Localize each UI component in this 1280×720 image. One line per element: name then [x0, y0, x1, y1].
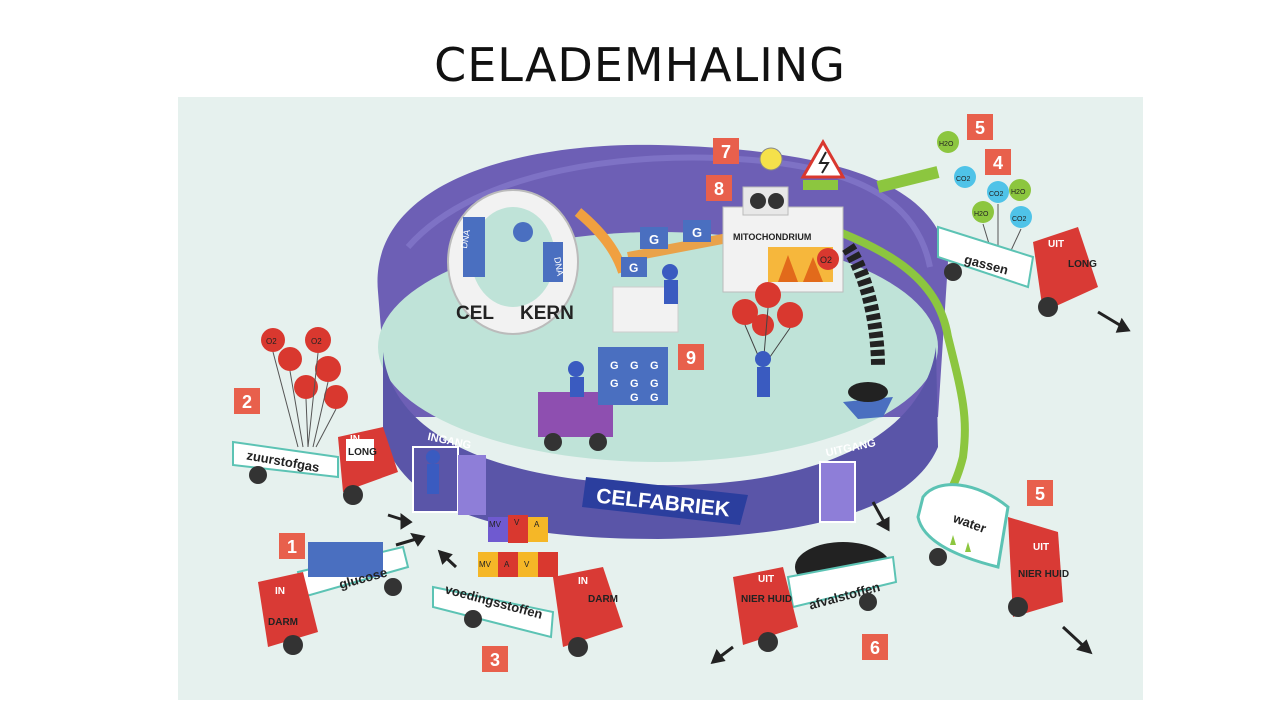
truck-afvalstoffen: afvalstoffen UIT NIER HUID: [733, 542, 898, 652]
svg-text:O2: O2: [266, 337, 277, 346]
crate-on-belt-1: G: [640, 227, 668, 249]
svg-text:O2: O2: [311, 337, 322, 346]
lightbulb-icon: [759, 147, 783, 171]
oxygen-balloon: [755, 282, 781, 308]
svg-text:NIER HUID: NIER HUID: [741, 594, 792, 605]
oxygen-balloon: [732, 299, 758, 325]
svg-text:IN: IN: [350, 434, 360, 445]
svg-text:O2: O2: [820, 255, 832, 265]
mitochondrion-label: MITOCHONDRIUM: [733, 232, 811, 242]
svg-text:DARM: DARM: [588, 594, 618, 605]
cell-nucleus: DNA DNA CEL KERN: [447, 189, 579, 335]
truck-voedingsstoffen: MV V A MV A V voedingsstoffen IN DARM: [432, 515, 623, 657]
truck-gassen: H2O CO2 CO2 H2O H2O CO2 gassen UIT LONG: [937, 131, 1098, 317]
svg-text:IN: IN: [275, 586, 285, 597]
svg-text:G: G: [650, 360, 659, 372]
badge-8: 8: [706, 175, 732, 201]
dna-label-right: DNA: [552, 256, 565, 276]
svg-text:G: G: [649, 232, 659, 247]
svg-text:LONG: LONG: [1068, 259, 1097, 270]
svg-text:2: 2: [242, 392, 252, 412]
svg-text:1: 1: [287, 537, 297, 557]
factory-front-wall: [383, 347, 938, 539]
badge-2: 2: [234, 388, 260, 414]
coal-conveyor: [842, 243, 885, 368]
svg-text:A: A: [534, 520, 540, 529]
svg-text:8: 8: [714, 179, 724, 199]
svg-text:G: G: [630, 392, 639, 404]
dna-label-left: DNA: [459, 229, 472, 249]
crate-on-belt-2: G: [683, 220, 711, 242]
badge-5-water: 5: [1027, 480, 1053, 506]
svg-text:7: 7: [721, 142, 731, 162]
svg-text:G: G: [629, 261, 638, 275]
mitochondrion-building: MITOCHONDRIUM: [722, 138, 846, 293]
conveyor-belt: [627, 232, 734, 262]
truck-glucose: glucose IN DARM: [258, 542, 410, 655]
svg-text:G: G: [610, 360, 619, 372]
nucleus-label-cel: CEL: [456, 303, 494, 324]
svg-text:H2O: H2O: [1011, 189, 1026, 196]
svg-text:CO2: CO2: [989, 191, 1004, 198]
svg-text:LONG: LONG: [348, 447, 377, 458]
svg-text:G: G: [650, 392, 659, 404]
svg-text:G: G: [630, 378, 639, 390]
svg-text:UIT: UIT: [1048, 239, 1064, 250]
truck-zuurstofgas: O2 O2 zuurstofgas IN LONG: [232, 327, 398, 505]
svg-text:UIT: UIT: [1033, 542, 1049, 553]
svg-text:MV: MV: [489, 520, 502, 529]
svg-text:IN: IN: [578, 576, 588, 587]
wheelbarrow: [843, 397, 893, 419]
svg-text:4: 4: [993, 153, 1003, 173]
svg-text:H2O: H2O: [974, 211, 989, 218]
svg-text:G: G: [630, 360, 639, 372]
number-badges: 1 2 3 4 5 5 6 7 8 9: [234, 114, 1053, 672]
badge-4: 4: [985, 149, 1011, 175]
svg-text:6: 6: [870, 638, 880, 658]
forklift: G G G G G G G G: [538, 347, 668, 451]
badge-6: 6: [862, 634, 888, 660]
badge-3: 3: [482, 646, 508, 672]
svg-text:G: G: [650, 378, 659, 390]
crate-on-desk: G: [621, 257, 647, 277]
svg-text:5: 5: [1035, 484, 1045, 504]
svg-text:G: G: [610, 378, 619, 390]
oxygen-balloon: [777, 302, 803, 328]
svg-text:DARM: DARM: [268, 617, 298, 628]
badge-5-top: 5: [967, 114, 993, 140]
badge-1: 1: [279, 533, 305, 559]
svg-text:CO2: CO2: [1012, 216, 1027, 223]
svg-text:V: V: [514, 518, 520, 527]
truck-water: water UIT NIER HUID: [916, 483, 1069, 617]
page-title: CELADEMHALING: [434, 38, 846, 92]
worker-at-desk: [662, 264, 678, 304]
badge-9: 9: [678, 344, 704, 370]
badge-7: 7: [713, 138, 739, 164]
factory-banner: [582, 477, 748, 525]
nucleus-label-kern: KERN: [520, 303, 574, 324]
svg-text:V: V: [524, 560, 530, 569]
nutrient-barrels: MV V A MV A V: [478, 515, 558, 577]
svg-text:MV: MV: [479, 560, 492, 569]
svg-text:5: 5: [975, 118, 985, 138]
svg-text:9: 9: [686, 348, 696, 368]
svg-text:NIER HUID: NIER HUID: [1018, 569, 1069, 580]
oxygen-marker-mito: O2: [817, 248, 839, 270]
svg-text:H2O: H2O: [939, 141, 954, 148]
svg-text:CO2: CO2: [956, 176, 971, 183]
flow-arrows: [387, 310, 1131, 665]
gas-balloons: H2O CO2 CO2 H2O H2O CO2: [937, 131, 1032, 258]
svg-text:UIT: UIT: [758, 574, 774, 585]
worker-with-balloons: [732, 282, 803, 397]
cell-respiration-illustration: DNA DNA CEL KERN G G G MITOCHONDRIUM O2: [178, 97, 1143, 700]
svg-text:3: 3: [490, 650, 500, 670]
svg-text:A: A: [504, 560, 510, 569]
oxygen-balloon: [752, 314, 774, 336]
svg-text:G: G: [692, 225, 702, 240]
